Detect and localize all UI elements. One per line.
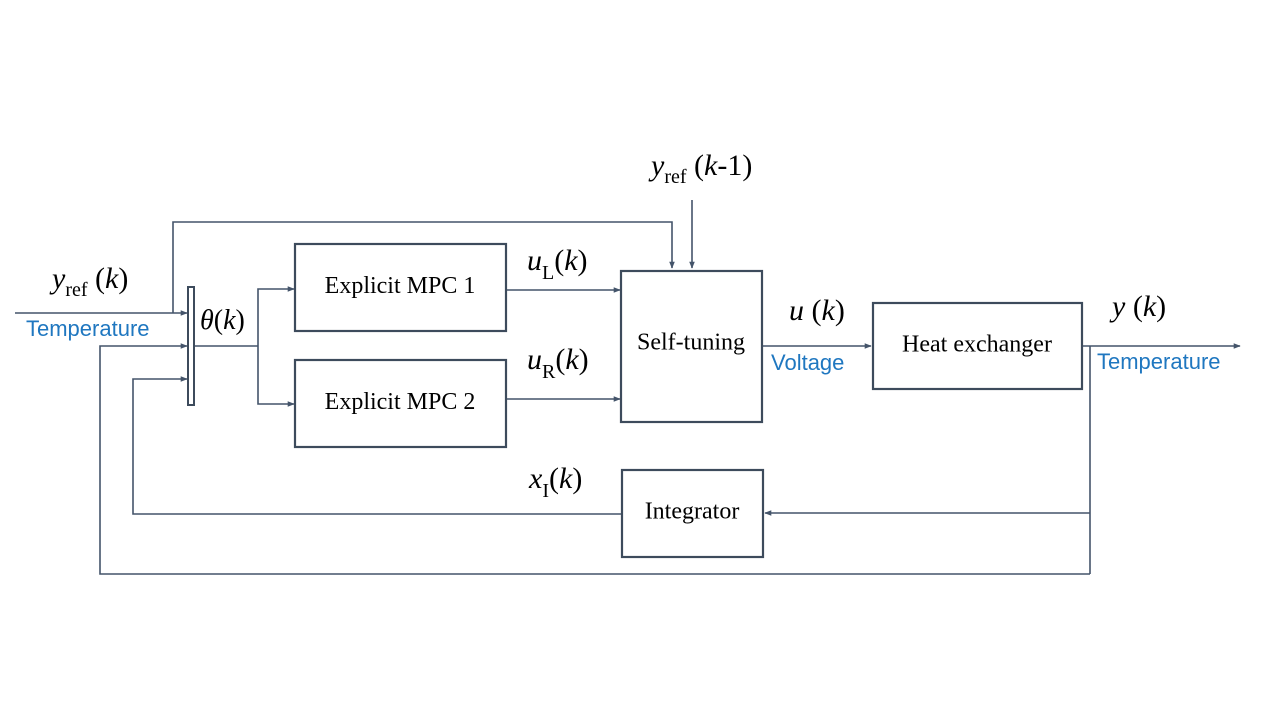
yref-feedforward-wire [172,221,675,313]
time-index: k [822,294,836,327]
u-label: u (k) [789,294,845,327]
self-tuning-block: Self-tuning [619,269,764,424]
uL-label: uL(k) [527,244,588,284]
y-feedback-wire [99,343,1090,575]
voltage-label: Voltage [771,350,844,375]
integrator-block: Integrator [620,468,765,559]
time-index: k [223,305,236,336]
y-label: y (k) [1109,290,1166,323]
yref-input-label: yref (k) [49,262,128,301]
mpc1-block: Explicit MPC 1 [293,242,508,333]
xI-label: xI(k) [528,462,582,502]
time-index: k [559,462,573,495]
yref-input-arg: (k) [88,262,129,295]
xI-feedback-wire [132,376,621,515]
mux-bar [187,286,195,406]
mpc2-label: Explicit MPC 2 [325,389,476,415]
time-index: k [105,262,119,295]
time-index: k [564,244,578,277]
time-index: k [565,343,579,376]
output-temperature-label: Temperature [1097,349,1221,374]
time-index: k [1143,290,1157,323]
theta-to-mpc2-wire [257,346,295,407]
self-tuning-label: Self-tuning [637,330,745,356]
uR-label: uR(k) [527,343,589,383]
theta-to-mpc1-wire [257,286,295,346]
theta-label: θ(k) [200,305,245,336]
mpc2-block: Explicit MPC 2 [293,358,508,449]
yref-prev-label: yref (k-1) [648,149,752,188]
mpc1-label: Explicit MPC 1 [325,273,476,299]
heat-exchanger-block: Heat exchanger [871,301,1084,391]
integrator-label: Integrator [645,499,740,525]
input-temperature-label: Temperature [26,316,150,341]
time-index: k [704,149,718,182]
heat-exchanger-label: Heat exchanger [902,332,1052,358]
